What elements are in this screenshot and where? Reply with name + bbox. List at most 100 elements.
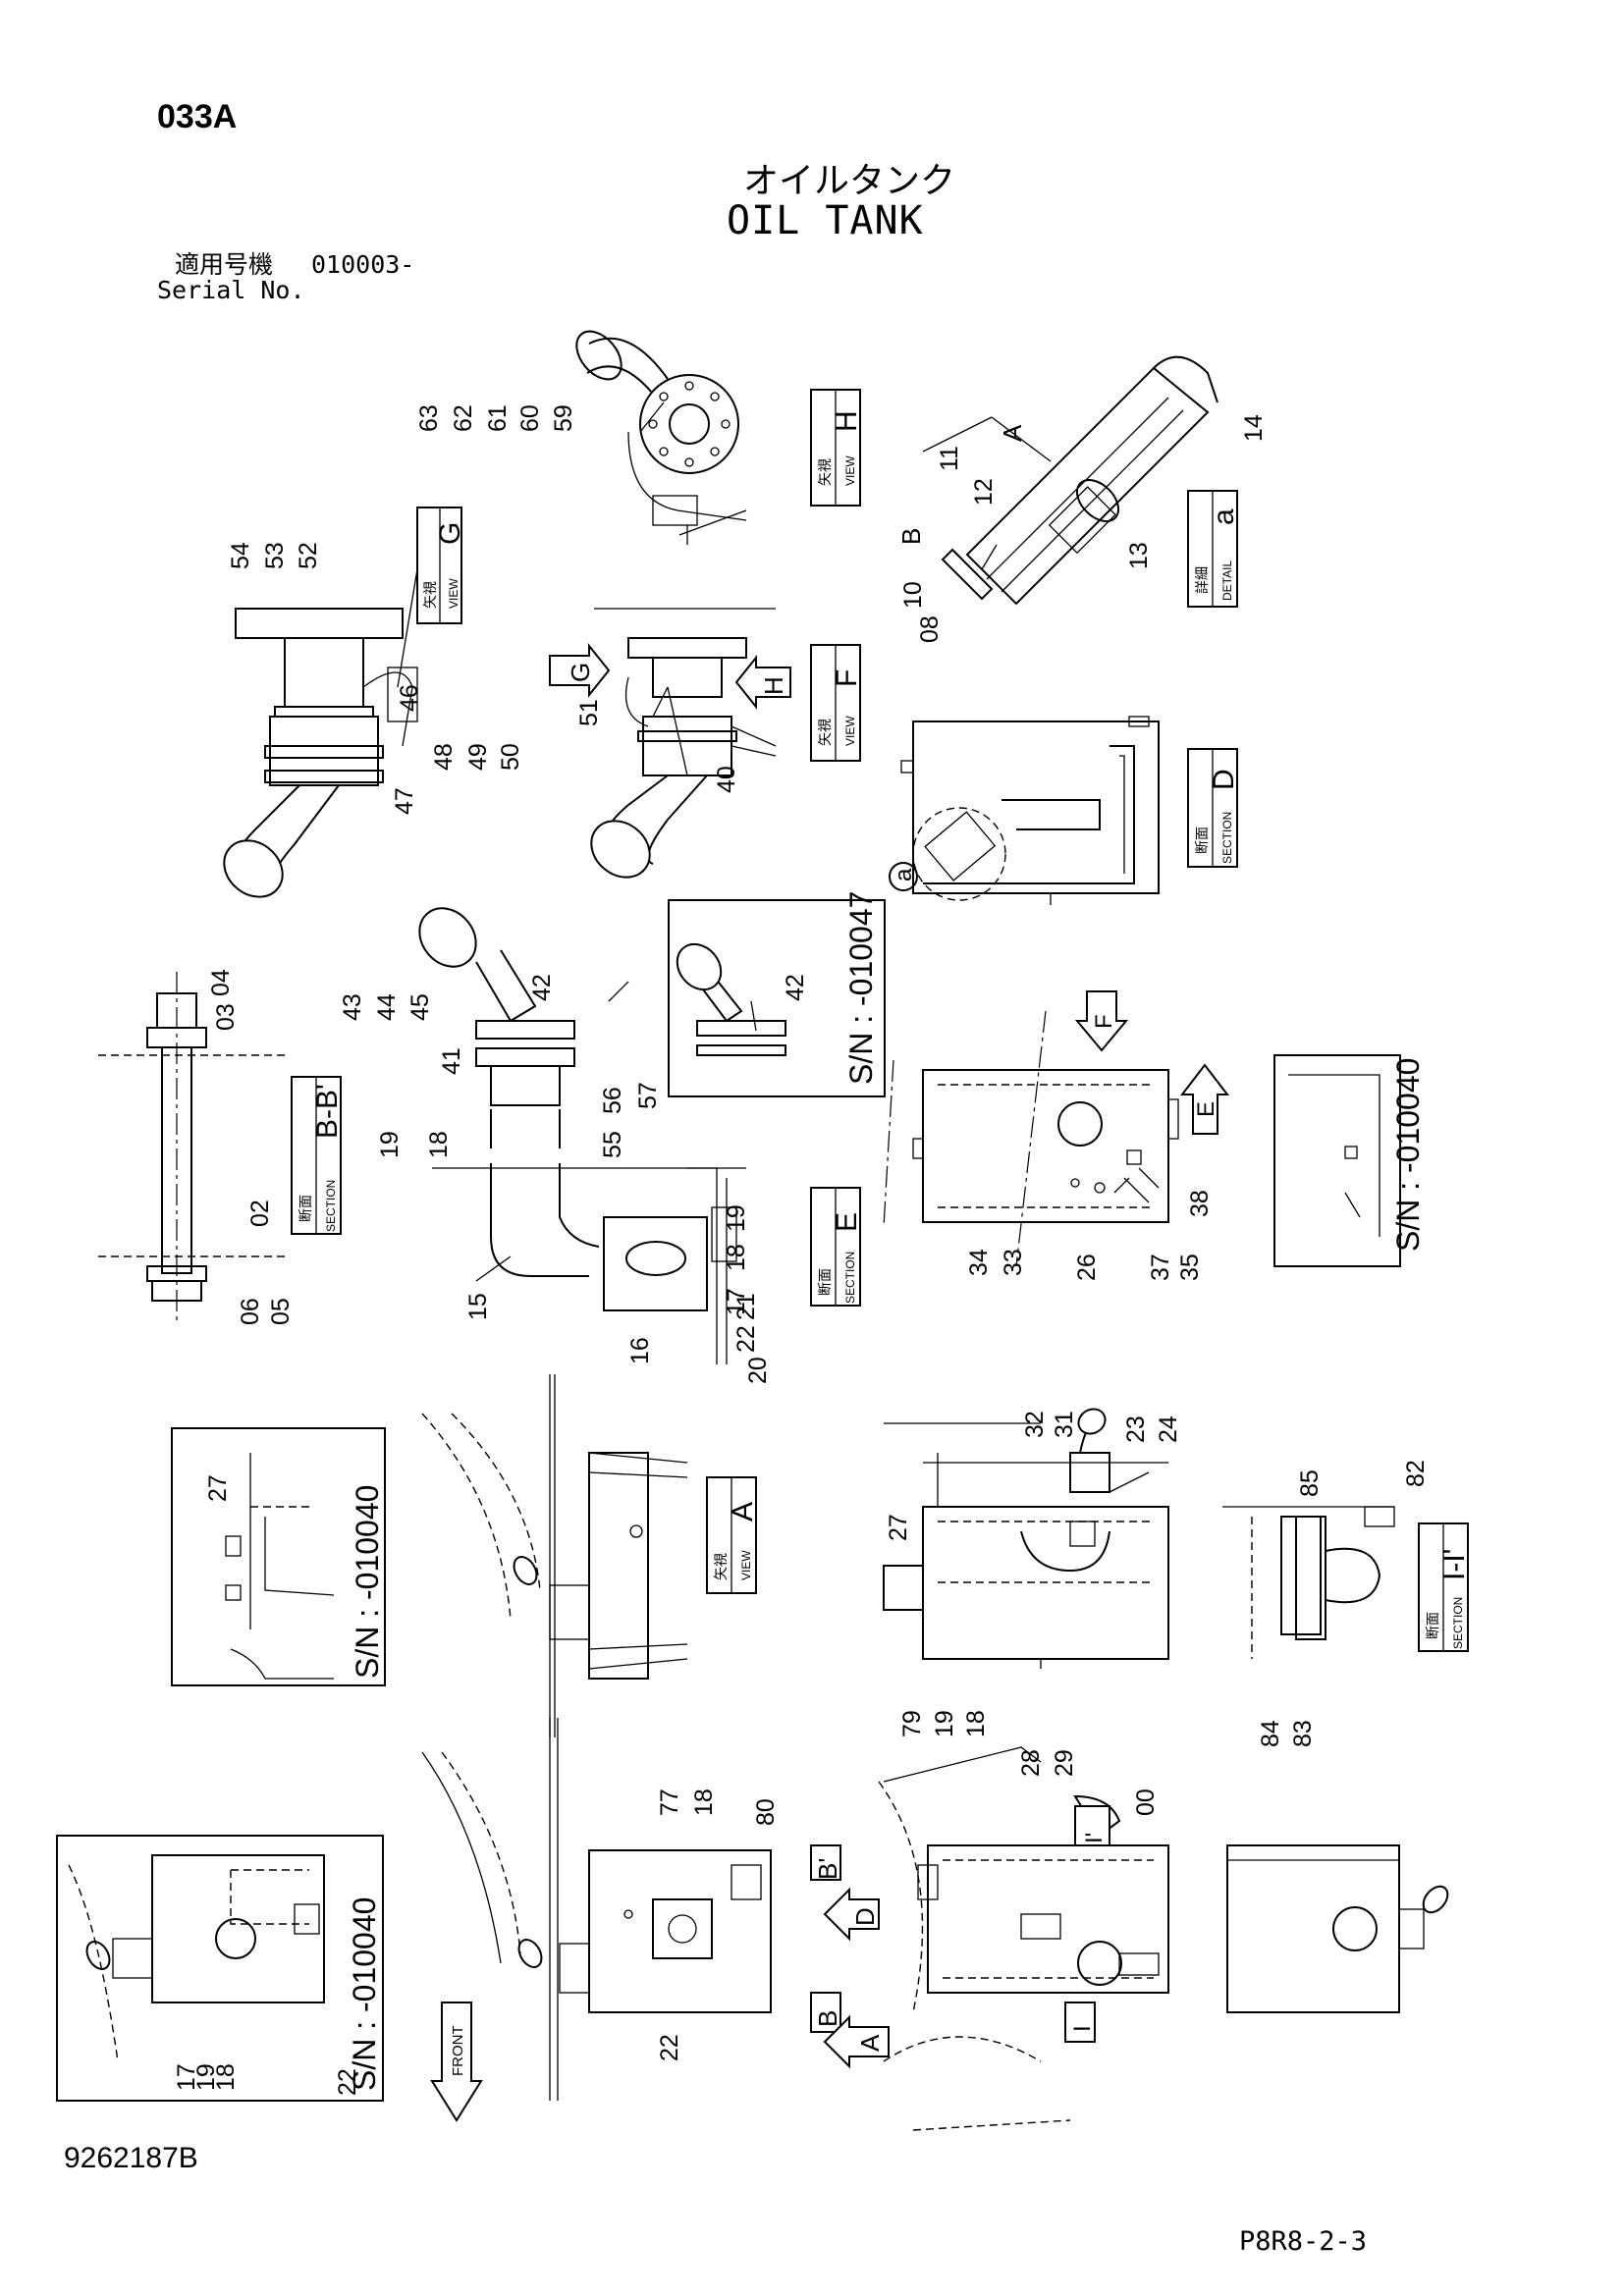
view-box-g-letter: G: [434, 522, 466, 545]
part-label-pipe-14: 16: [626, 1337, 654, 1364]
part-label-sn-010047-0: 42: [782, 974, 809, 1001]
sn-010047-inset: [668, 899, 886, 1097]
view-h-drawing: [575, 330, 747, 545]
part-label-section-ii-2: 84: [1257, 1720, 1284, 1747]
part-label-pipe-4: 41: [438, 1047, 465, 1075]
pipe-assembly-drawing: [418, 907, 746, 1364]
sn-note-010040-right: S/N : -010040: [1390, 1058, 1426, 1252]
part-label-pipe-3: 42: [528, 974, 556, 1001]
section-box-ii: 断面 SECTION I-I': [1418, 1522, 1471, 1652]
part-label-detail-a-1: 12: [970, 478, 998, 506]
section-box-e-en: SECTION: [843, 1252, 857, 1304]
arrow-marker-g: G: [549, 643, 611, 698]
section-box-d-letter: D: [1208, 769, 1240, 790]
tank-filler-drawing: [883, 1408, 1169, 1669]
front-arrow: FRONT: [430, 2002, 483, 2122]
view-g-drawing: [223, 608, 418, 898]
title-japanese: オイルタンク: [743, 161, 956, 201]
view-f-drawing: [590, 608, 777, 879]
drawing-number: 9262187B: [64, 2142, 198, 2174]
part-label-pipe-9: 18: [425, 1131, 453, 1158]
part-label-tank-e-0: 38: [1186, 1190, 1214, 1217]
view-box-h-jp: 矢視: [817, 458, 833, 486]
part-label-tank-mid-0: 32: [1021, 1411, 1049, 1438]
view-a-drawing: [421, 1374, 688, 1737]
part-label-tank-e-5: 35: [1176, 1254, 1204, 1281]
view-box-a-letter: A: [727, 1502, 759, 1522]
page-reference: P8R8-2-3: [1239, 2226, 1368, 2257]
part-label-pipe-6: 57: [634, 1082, 662, 1109]
view-box-f-letter: F: [831, 669, 863, 687]
section-box-d: 断面 SECTION D: [1187, 748, 1240, 868]
part-label-pipe-8: 19: [376, 1131, 404, 1158]
sn-010040-inset-left: [171, 1427, 386, 1686]
part-label-bottom-mid-1: 18: [690, 1789, 718, 1816]
part-label-view-g-2: 52: [295, 542, 322, 569]
section-box-ii-en: SECTION: [1451, 1597, 1465, 1649]
view-box-h-en: VIEW: [843, 455, 857, 486]
part-label-section-bb-1: 03: [212, 1003, 240, 1031]
section-bb-drawing: [98, 972, 285, 1325]
view-box-h: 矢視 VIEW H: [810, 389, 863, 507]
sn-note-010047: S/N : -010047: [843, 891, 879, 1085]
part-label-view-h-1: 62: [450, 404, 477, 432]
arrow-marker-i-letter: I: [1069, 2025, 1096, 2032]
detail-a-drawing: [922, 355, 1218, 606]
part-label-tank-e-3: 26: [1073, 1254, 1101, 1281]
title-english: OIL TANK: [727, 198, 924, 243]
arrow-marker-h-letter: H: [759, 676, 788, 695]
view-box-f-jp: 矢視: [817, 719, 833, 746]
part-label-section-ii-3: 83: [1289, 1720, 1317, 1747]
arrow-marker-i: I: [1064, 2002, 1096, 2043]
view-box-g-jp: 矢視: [422, 581, 438, 609]
arrow-marker-a: A: [823, 2014, 890, 2069]
part-label-view-f-1: 40: [713, 766, 740, 793]
part-label-bottom-mid-3: 22: [656, 2034, 683, 2061]
sn-note-010040-bottom: S/N : -010040: [347, 1897, 382, 2091]
arrow-marker-b-prime-letter: B': [813, 1858, 842, 1880]
bottom-middle-tank-drawing: [421, 1718, 772, 2101]
part-label-view-f-0: 51: [575, 699, 603, 726]
part-label-view-h-2: 61: [484, 404, 512, 432]
part-label-bottom-left-1: 19: [192, 2063, 220, 2091]
view-box-a-en: VIEW: [739, 1550, 753, 1580]
section-box-e: 断面 SECTION E: [810, 1187, 863, 1307]
sn-010040-inset-right: [1273, 1054, 1401, 1267]
arrow-marker-b-prime: B': [810, 1844, 842, 1881]
part-label-section-bb-3: 05: [267, 1298, 295, 1325]
section-d-drawing: [900, 716, 1160, 905]
section-e-tank-drawing: [883, 1010, 1179, 1267]
part-label-detail-a-0: 11: [936, 446, 963, 471]
part-label-detail-a-3: 10: [899, 581, 927, 609]
part-label-tank-e-4: 37: [1147, 1254, 1174, 1281]
arrow-marker-h: H: [734, 655, 791, 710]
detail-box-a-en: DETAIL: [1220, 561, 1234, 601]
part-label-bottom-left-0: 17: [173, 2063, 200, 2091]
part-label-view-g-6: 49: [464, 743, 492, 771]
part-label-detail-a-5: 08: [916, 615, 944, 643]
view-box-f-en: VIEW: [843, 716, 857, 746]
section-ii-drawing: [1222, 1506, 1395, 1659]
bottom-right-tank-drawing: [878, 1746, 1169, 2131]
part-label-tank-e-1: 34: [965, 1249, 993, 1276]
part-label-section-ii-1: 82: [1402, 1460, 1430, 1487]
front-arrow-label: FRONT: [450, 2025, 466, 2076]
part-label-tank-mid-7: 18: [962, 1710, 990, 1737]
arrow-marker-i-prime-letter: I': [1081, 1833, 1108, 1843]
part-label-pipe-1: 44: [373, 993, 401, 1021]
page-code: 033A: [157, 98, 238, 135]
part-label-section-bb-0: 04: [207, 969, 235, 996]
part-label-pipe-16: 21: [732, 1293, 760, 1320]
part-label-view-g-0: 54: [227, 542, 254, 569]
section-box-bb-en: SECTION: [324, 1180, 338, 1232]
view-box-g-en: VIEW: [447, 578, 460, 609]
detail-box-a-jp: 詳細: [1194, 566, 1210, 594]
arrow-marker-e-letter: E: [1193, 1101, 1219, 1117]
part-label-view-h-0: 63: [415, 404, 443, 432]
part-label-bottom-left-3: 22: [334, 2068, 361, 2096]
part-label-view-g-4: 47: [391, 787, 418, 815]
part-label-pipe-5: 56: [599, 1087, 626, 1114]
leader-lines: [397, 401, 1130, 1424]
